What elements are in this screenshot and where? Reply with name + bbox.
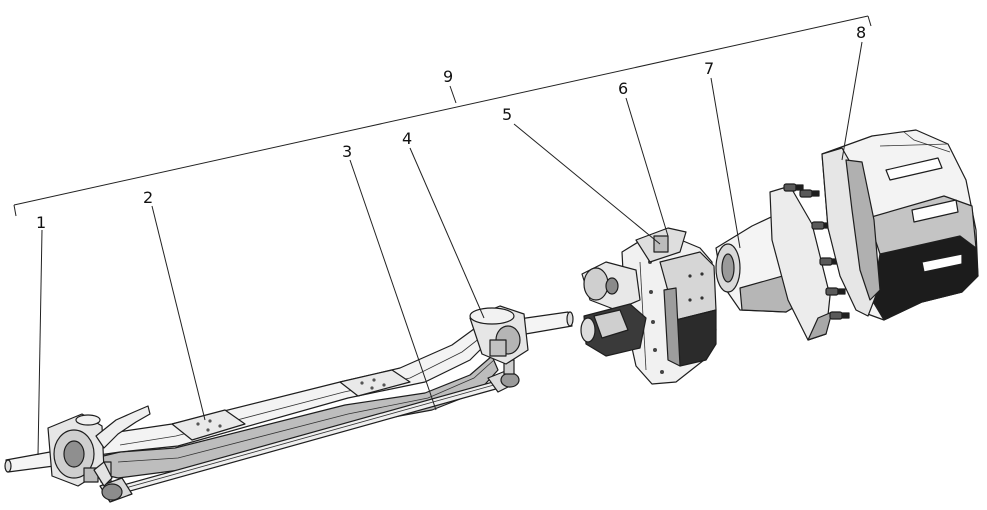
- label-3: 3: [342, 142, 352, 161]
- right-steering-knuckle: [469, 305, 574, 365]
- label-2: 2: [143, 188, 153, 207]
- label-4: 4: [402, 129, 412, 148]
- brake-drum: [821, 129, 979, 321]
- leader-lines: [37, 41, 863, 456]
- label-6: 6: [618, 79, 628, 98]
- left-steering-knuckle: [4, 405, 151, 487]
- wheel-hub: [715, 183, 850, 341]
- label-5: 5: [502, 105, 512, 124]
- assembly-bracket: [13, 15, 872, 217]
- hub-studs: [783, 183, 850, 320]
- brake-assembly: [580, 227, 717, 385]
- label-7: 7: [704, 59, 714, 78]
- label-8: 8: [856, 23, 866, 42]
- label-1: 1: [36, 213, 46, 232]
- label-9: 9: [443, 67, 453, 86]
- callout-labels: 1 2 3 4 5 6 7 8 9: [36, 23, 866, 232]
